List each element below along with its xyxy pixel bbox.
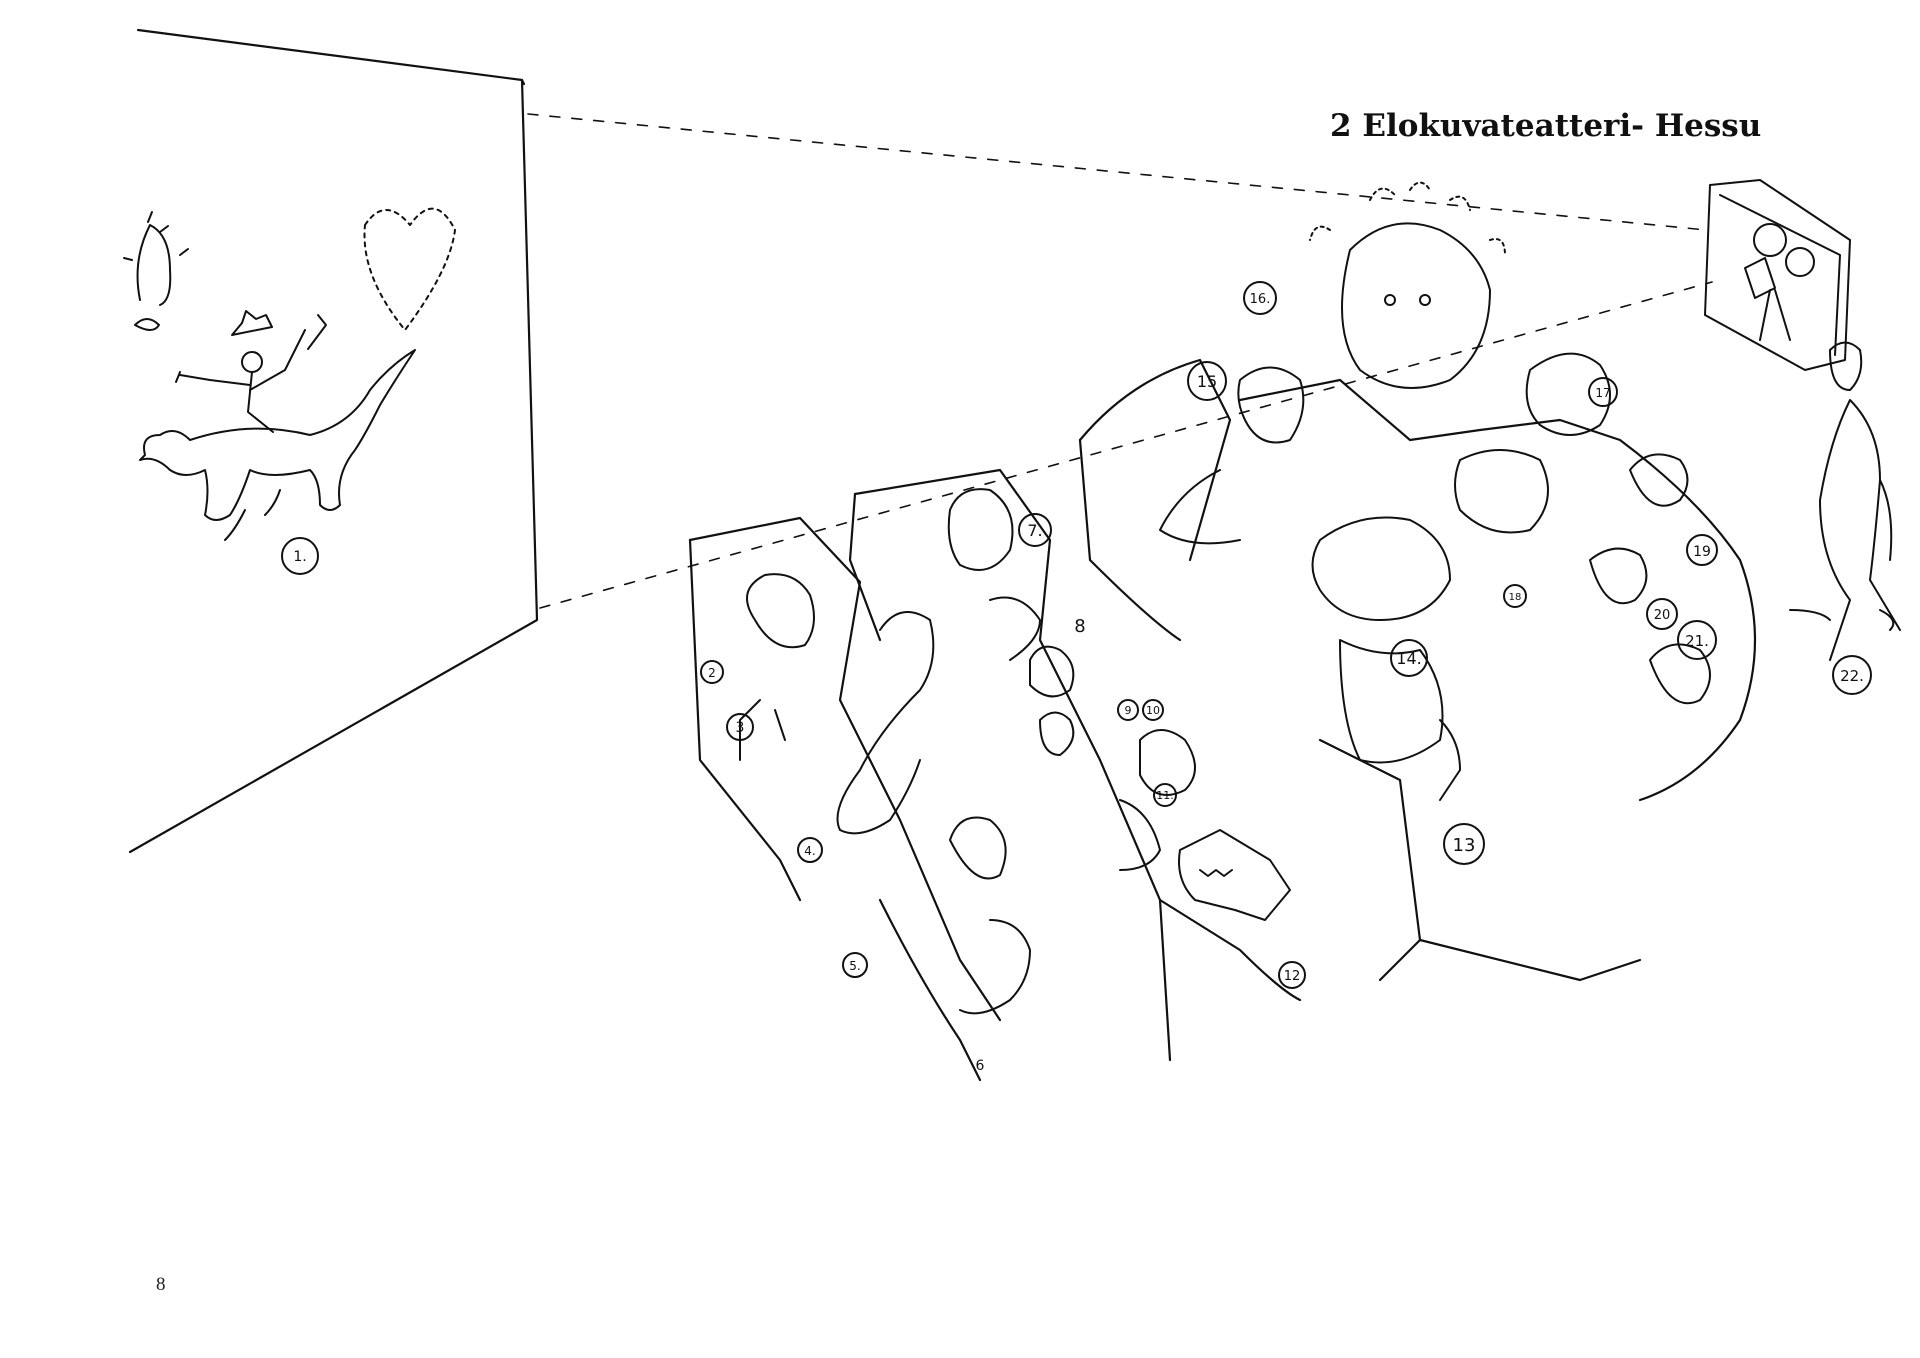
label-18: 18 [1509,592,1522,603]
number-markers [700,281,1872,989]
label-1: 1. [293,549,306,565]
page-number: 8 [156,1274,166,1295]
audience-characters [739,179,1901,1015]
label-12: 12 [1284,969,1301,984]
movie-screen [128,28,539,854]
label-10: 10 [1146,704,1160,717]
label-2: 2 [708,666,716,680]
screen-scene-cowboy [123,207,456,575]
label-19: 19 [1693,544,1711,560]
label-22: 22. [1840,667,1864,685]
label-4: 4. [804,844,815,858]
label-5: 5. [849,959,860,973]
label-7: 7. [1027,521,1042,540]
label-9: 9 [1125,704,1132,717]
label-17: 17 [1595,386,1610,400]
label-6: 6 [976,1058,985,1074]
label-13: 13 [1453,835,1476,856]
label-15: 15 [1197,372,1217,391]
label-11: 11. [1156,789,1174,802]
projector-beam [527,113,1713,609]
label-14: 14. [1396,649,1421,668]
label-20: 20 [1654,608,1671,623]
label-21: 21. [1685,632,1709,650]
label-8: 8 [1074,616,1085,637]
label-3: 3 [736,720,745,736]
label-16: 16. [1250,292,1271,307]
cinema-seat-rows [688,358,1757,1082]
page-title: 2 Elokuvateatteri- Hessu [1330,108,1762,144]
